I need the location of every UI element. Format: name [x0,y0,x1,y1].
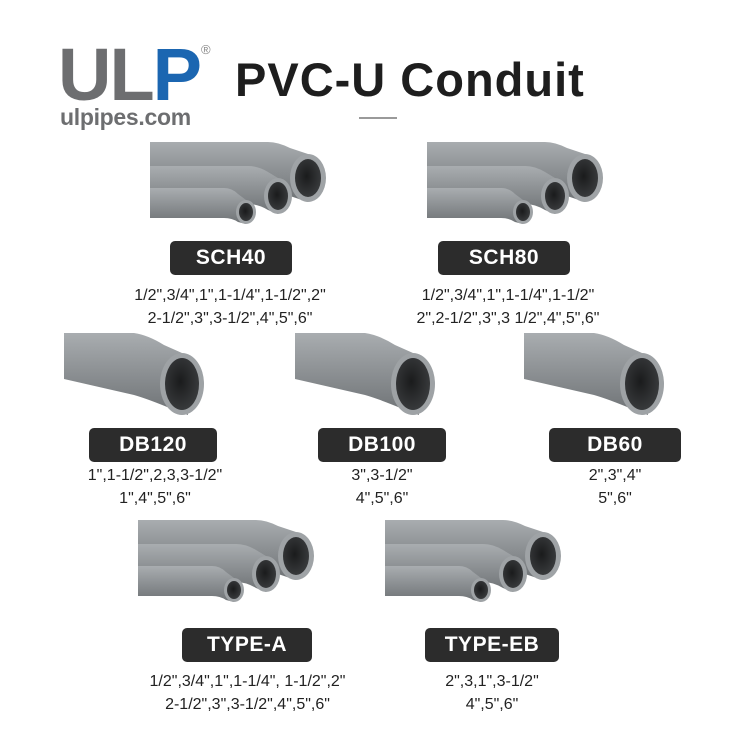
sizes-line: 1/2",3/4",1",1-1/4",1-1/2" [421,287,595,304]
product-sizes-sch80: 1/2",3/4",1",1-1/4",1-1/2" 2",2-1/2",3",… [378,284,638,330]
single-pipe-icon [64,333,204,415]
sizes-line: 4",5",6" [465,696,519,713]
product-sizes-db100: 3",3-1/2" 4",5",6" [318,464,446,510]
sizes-line: 1",1-1/2",2,3,3-1/2" [87,467,223,484]
product-sizes-sch40: 1/2",3/4",1",1-1/4",1-1/2",2" 2-1/2",3",… [100,284,360,330]
sizes-line: 1/2",3/4",1",1-1/4", 1-1/2",2" [149,673,346,690]
registered-mark: ® [201,42,211,57]
title-underline [359,117,397,119]
product-badge-type-eb: TYPE-EB [425,628,559,662]
page-title: PVC-U Conduit [235,53,585,106]
sizes-line: 2",3",4" [588,467,642,484]
product-badge-sch40: SCH40 [170,241,292,275]
product-badge-db100: DB100 [318,428,446,462]
brand-logo: ULP ® ulpipes.com [58,38,223,131]
product-sizes-type-eb: 2",3,1",3-1/2" 4",5",6" [412,670,572,716]
product-sizes-db120: 1",1-1/2",2,3,3-1/2" 1",4",5",6" [55,464,255,510]
sizes-line: 2-1/2",3",3-1/2",4",5",6" [165,696,330,713]
product-sizes-db60: 2",3",4" 5",6" [549,464,681,510]
sizes-line: 3",3-1/2" [351,467,413,484]
logo-letters-ul: UL [58,33,155,116]
product-badge-type-a: TYPE-A [182,628,312,662]
pipe-bundle-icon [138,520,314,602]
website-url: ulpipes.com [60,104,191,130]
sizes-line: 5",6" [598,490,632,507]
pipe-bundle-icon [385,520,561,602]
pipe-bundle-icon [150,142,326,224]
single-pipe-icon [524,333,664,415]
product-badge-sch80: SCH80 [438,241,570,275]
product-badge-db120: DB120 [89,428,217,462]
sizes-line: 2",2-1/2",3",3 1/2",4",5",6" [416,310,600,327]
sizes-line: 1/2",3/4",1",1-1/4",1-1/2",2" [134,287,326,304]
sizes-line: 4",5",6" [355,490,409,507]
single-pipe-icon [295,333,435,415]
logo-wordmark: ULP [58,38,202,112]
sizes-line: 2-1/2",3",3-1/2",4",5",6" [147,310,313,327]
pipe-bundle-icon [427,142,603,224]
logo-letter-p: P [152,33,202,116]
sizes-line: 2",3,1",3-1/2" [445,673,539,690]
product-badge-db60: DB60 [549,428,681,462]
sizes-line: 1",4",5",6" [119,490,191,507]
product-sizes-type-a: 1/2",3/4",1",1-1/4", 1-1/2",2" 2-1/2",3"… [115,670,380,716]
